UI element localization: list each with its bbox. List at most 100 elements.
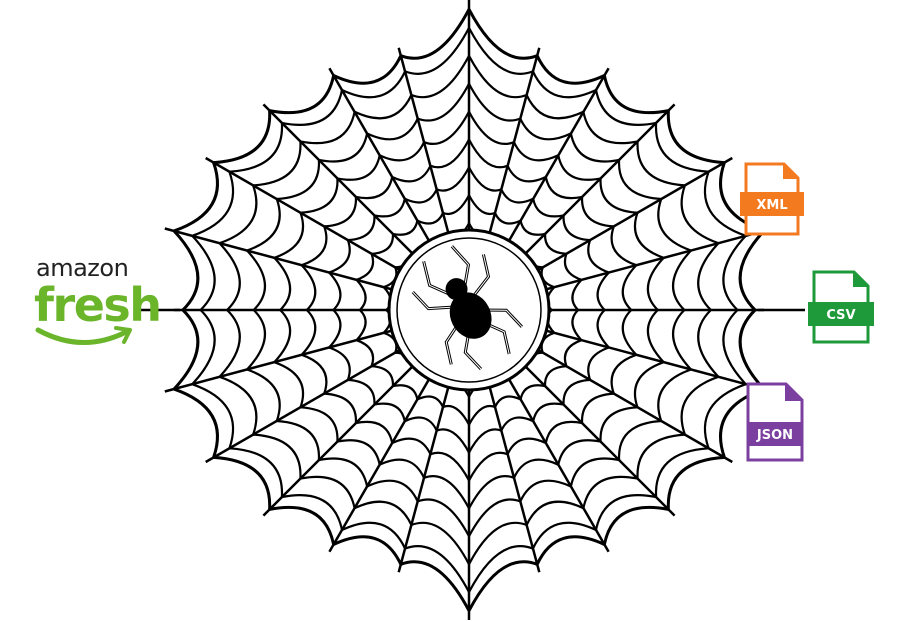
web-ring-segment xyxy=(192,310,214,384)
web-ring-segment xyxy=(582,394,614,424)
web-ring-segment xyxy=(469,476,514,508)
web-ring-segment xyxy=(374,199,404,217)
web-ring-segment xyxy=(174,310,198,389)
web-ring-segment xyxy=(220,310,240,377)
web-ring-segment xyxy=(648,258,664,310)
web-ring-segment xyxy=(220,243,240,310)
web-ring-segment xyxy=(329,310,340,348)
web-ring-segment xyxy=(277,421,319,460)
web-ring-segment xyxy=(437,167,469,190)
web-ring-segment xyxy=(698,243,718,310)
web-ring-segment xyxy=(469,562,537,611)
web-ring-segment xyxy=(356,177,392,198)
web-ring-segment xyxy=(533,71,596,97)
web-ring-segment xyxy=(601,178,638,212)
web-ring-segment xyxy=(342,71,405,97)
web-ring-segment xyxy=(302,310,316,355)
web-ring-segment xyxy=(514,142,558,160)
web-ring-segment xyxy=(658,370,691,422)
web-ring-segment xyxy=(558,440,600,464)
web-ring-segment xyxy=(302,265,316,310)
csv-file-label: CSV xyxy=(826,308,855,323)
web-ring-segment xyxy=(274,310,290,362)
web-ring-segment xyxy=(604,76,668,113)
web-ring-segment xyxy=(355,95,412,118)
web-ring-segment xyxy=(469,195,495,214)
web-ring-segment xyxy=(270,507,334,544)
web-ring-segment xyxy=(673,251,691,311)
web-ring-segment xyxy=(520,119,571,140)
web-ring-segment xyxy=(329,240,350,272)
web-ring-segment xyxy=(619,160,661,199)
web-ring-segment xyxy=(337,440,379,464)
web-ring-segment xyxy=(302,226,327,265)
web-ring-segment xyxy=(174,231,198,310)
web-ring-segment xyxy=(270,76,334,113)
web-ring-segment xyxy=(508,439,546,455)
web-ring-segment xyxy=(424,112,469,144)
xml-file-label: XML xyxy=(756,198,787,213)
web-ring-segment xyxy=(372,234,393,254)
web-ring-segment xyxy=(658,199,691,251)
web-ring-segment xyxy=(521,221,546,235)
web-ring-segment xyxy=(558,155,600,179)
web-ring-segment xyxy=(598,310,609,348)
web-ring-segment xyxy=(619,421,661,460)
web-ring-segment xyxy=(319,134,367,162)
web-ring-segment xyxy=(623,265,637,310)
web-ring-segment xyxy=(469,112,514,144)
web-ring-segment xyxy=(437,429,469,452)
web-ring-segment xyxy=(469,9,537,58)
web-ring-segment xyxy=(301,407,338,441)
web-ring-segment xyxy=(469,429,501,452)
web-ring-segment xyxy=(401,562,469,611)
web-ring-segment xyxy=(355,502,412,525)
web-ring-segment xyxy=(604,507,668,544)
web-ring-segment xyxy=(380,142,424,160)
web-ring-segment xyxy=(723,236,745,310)
web-ring-segment xyxy=(393,385,418,399)
web-ring-segment xyxy=(673,310,691,370)
web-ring-segment xyxy=(545,234,566,254)
web-ring-segment xyxy=(668,457,724,509)
web-ring-segment xyxy=(405,418,437,431)
web-ring-segment xyxy=(174,389,217,457)
web-ring-segment xyxy=(277,160,319,199)
web-ring-segment xyxy=(565,254,582,280)
web-ring-segment xyxy=(337,155,379,179)
web-ring-segment xyxy=(342,523,405,549)
web-ring-segment xyxy=(612,226,637,265)
web-ring-segment xyxy=(301,178,338,212)
web-ring-segment xyxy=(324,394,356,424)
json-file-label: JSON xyxy=(756,428,793,443)
amazon-fresh-logo: amazon fresh xyxy=(28,254,143,354)
web-ring-segment xyxy=(533,523,596,549)
web-ring-segment xyxy=(367,119,418,140)
web-ring-segment xyxy=(348,380,375,405)
web-ring-segment xyxy=(469,56,527,97)
web-ring-segment xyxy=(443,195,469,214)
web-ring-segment xyxy=(508,166,546,182)
smile-arrow-icon xyxy=(34,324,134,352)
web-ring-segment xyxy=(723,310,745,384)
web-ring-segment xyxy=(348,215,375,240)
web-ring-segment xyxy=(520,481,571,502)
web-ring-segment xyxy=(274,258,290,310)
web-ring-segment xyxy=(334,537,401,565)
web-ring-segment xyxy=(469,523,527,564)
web-ring-segment xyxy=(537,56,604,84)
web-ring-segment xyxy=(495,396,521,407)
web-ring-segment xyxy=(571,134,619,162)
web-ring-segment xyxy=(740,231,764,310)
web-ring-segment xyxy=(527,95,584,118)
web-ring-segment xyxy=(424,476,469,508)
web-ring-segment xyxy=(582,197,614,227)
web-ring-segment xyxy=(469,167,501,190)
web-ring-segment xyxy=(324,197,356,227)
web-ring-segment xyxy=(417,213,443,224)
web-ring-segment xyxy=(374,404,404,422)
web-ring-segment xyxy=(329,273,340,311)
web-ring-segment xyxy=(545,366,566,386)
web-ring-segment xyxy=(411,56,469,97)
web-ring-segment xyxy=(247,199,280,251)
